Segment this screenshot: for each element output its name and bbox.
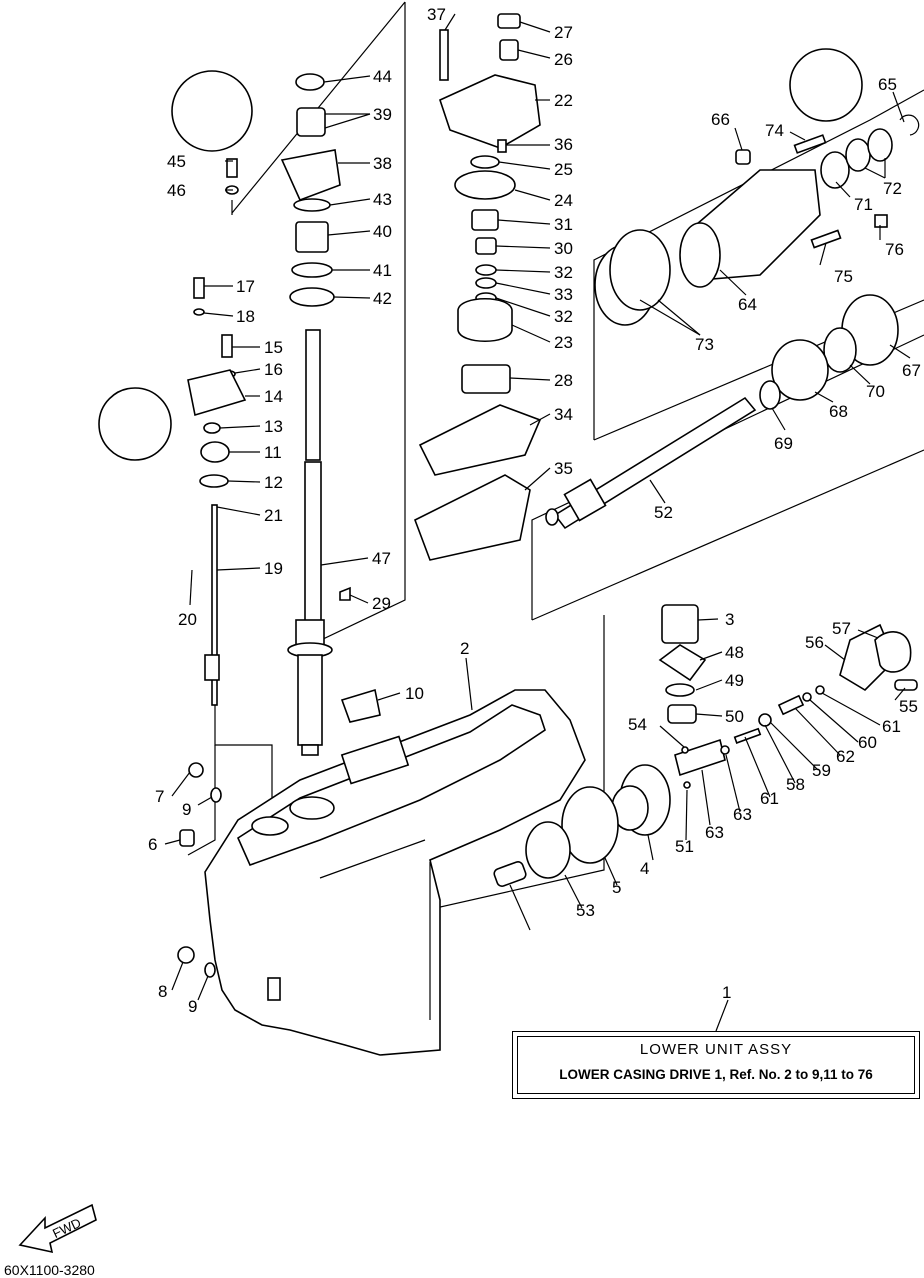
callout-49: 49 <box>725 671 744 690</box>
callout-56: 56 <box>805 633 824 652</box>
callout-62: 62 <box>836 747 855 766</box>
callout-13: 13 <box>264 417 283 436</box>
callout-52: 52 <box>654 503 673 522</box>
callout-17: 17 <box>236 277 255 296</box>
callout-69: 69 <box>774 434 793 453</box>
callout-64: 64 <box>738 295 757 314</box>
callout-10: 10 <box>405 684 424 703</box>
callout-74: 74 <box>765 121 784 140</box>
callout-60: 60 <box>858 733 877 752</box>
callout-19: 19 <box>264 559 283 578</box>
diagram-code: 60X1100-3280 <box>4 1262 95 1278</box>
callout-37: 37 <box>427 5 446 24</box>
callout-12: 12 <box>264 473 283 492</box>
callout-31: 31 <box>554 215 573 234</box>
callout-9b: 9 <box>188 997 197 1016</box>
callout-23: 23 <box>554 333 573 352</box>
callout-33: 33 <box>554 285 573 304</box>
callout-6: 6 <box>148 835 157 854</box>
callout-24: 24 <box>554 191 573 210</box>
callout-41: 41 <box>373 261 392 280</box>
callout-59b: 58 <box>786 775 805 794</box>
callout-59: 59 <box>812 761 831 780</box>
callout-25: 25 <box>554 160 573 179</box>
callout-39: 39 <box>373 105 392 124</box>
callout-54: 63 <box>705 823 724 842</box>
fwd-arrow: FWD <box>18 1203 97 1254</box>
left-parts <box>98 70 381 978</box>
callout-26: 26 <box>554 50 573 69</box>
callout-48: 48 <box>725 643 744 662</box>
drive-shaft <box>287 329 333 756</box>
callout-67: 67 <box>902 361 921 380</box>
callout-14: 14 <box>264 387 283 406</box>
callout-1: 1 <box>722 983 731 1002</box>
forward-gear-parts <box>493 604 918 887</box>
callout-22: 22 <box>554 91 573 110</box>
callout-75: 75 <box>834 267 853 286</box>
fwd-label: FWD <box>50 1215 83 1241</box>
callout-61: 61 <box>882 717 901 736</box>
callout-38: 38 <box>373 154 392 173</box>
panel-lines <box>187 1 924 946</box>
callout-50: 50 <box>725 707 744 726</box>
water-pump-parts <box>413 13 542 561</box>
propeller-shaft <box>545 396 757 530</box>
callout-29: 29 <box>372 594 391 613</box>
callout-28: 28 <box>554 371 573 390</box>
propeller-shaft-housing <box>594 48 920 410</box>
callout-30: 30 <box>554 239 573 258</box>
callout-71: 71 <box>854 195 873 214</box>
callout-72: 72 <box>883 179 902 198</box>
callout-5: 53 <box>576 901 595 920</box>
callout-65: 65 <box>878 75 897 94</box>
callout-58: 61 <box>760 789 779 808</box>
callout-61b: 63 <box>733 805 752 824</box>
callout-47: 47 <box>372 549 391 568</box>
callout-15: 15 <box>264 338 283 357</box>
callout-57: 57 <box>832 619 851 638</box>
callout-43: 43 <box>373 190 392 209</box>
callout-36: 36 <box>554 135 573 154</box>
callout-9: 9 <box>182 800 191 819</box>
callout-63: 54 <box>628 715 647 734</box>
callout-20: 20 <box>178 610 197 629</box>
assembly-box: LOWER UNIT ASSY LOWER CASING DRIVE 1, Re… <box>517 1036 915 1094</box>
callout-32: 32 <box>554 263 573 282</box>
callout-45: 45 <box>167 152 186 171</box>
callout-68: 68 <box>829 402 848 421</box>
leader-lines <box>164 13 911 1032</box>
callout-66: 66 <box>711 110 730 129</box>
callout-70: 70 <box>866 382 885 401</box>
callout-7: 7 <box>155 787 164 806</box>
callout-63b: 51 <box>675 837 694 856</box>
callout-27: 27 <box>554 23 573 42</box>
callout-8: 8 <box>158 982 167 1001</box>
callout-4: 5 <box>612 878 621 897</box>
callout-18: 18 <box>236 307 255 326</box>
callout-2: 2 <box>460 639 469 658</box>
lower-casing <box>204 689 586 1056</box>
callout-16: 16 <box>264 360 283 379</box>
callout-46: 46 <box>167 181 186 200</box>
callout-40: 40 <box>373 222 392 241</box>
callout-44: 44 <box>373 67 392 86</box>
callout-numbers: 37 27 26 22 36 25 24 31 30 32 33 32 23 2… <box>148 5 921 1016</box>
assembly-box-outer <box>512 1031 920 1099</box>
callout-51: 4 <box>640 859 649 878</box>
callout-73: 73 <box>695 335 714 354</box>
callout-32b: 32 <box>554 307 573 326</box>
callout-21: 21 <box>264 506 283 525</box>
callout-3: 3 <box>725 610 734 629</box>
callout-35: 35 <box>554 459 573 478</box>
callout-42: 42 <box>373 289 392 308</box>
callout-76: 76 <box>885 240 904 259</box>
callout-34: 34 <box>554 405 573 424</box>
callout-11: 11 <box>264 443 282 462</box>
assembly-title: LOWER UNIT ASSY <box>639 1041 793 1058</box>
callout-55: 55 <box>899 697 918 716</box>
assembly-subtitle: LOWER CASING DRIVE 1, Ref. No. 2 to 9,11… <box>559 1067 873 1082</box>
